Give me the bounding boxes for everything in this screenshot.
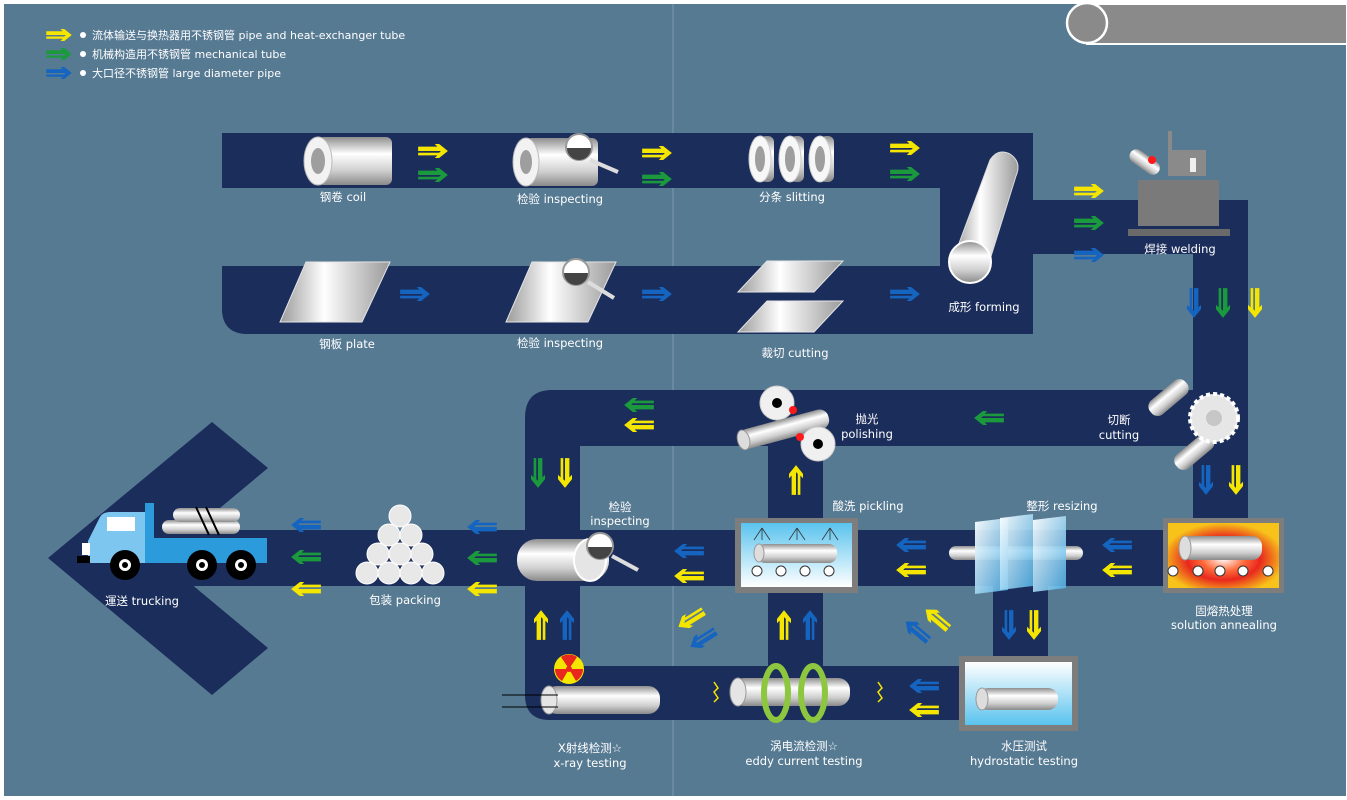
label-trucking: 運送 trucking (105, 594, 179, 608)
label-cutting-en: cutting (1099, 428, 1139, 442)
label-xray-en: x-ray testing (553, 756, 626, 770)
label-inspecting-pipe-zh: 检验 (609, 500, 632, 514)
label-coil: 钢卷 coil (320, 190, 366, 204)
truck-load (162, 506, 240, 536)
label-slitting: 分条 slitting (759, 190, 825, 204)
magnifier-icon (562, 258, 616, 300)
cutting-saw-icon (1148, 379, 1240, 471)
plate-inspecting-icon (505, 258, 617, 323)
label-xray-zh: X射线检测☆ (558, 741, 622, 755)
spark-icon (789, 406, 797, 414)
label-packing: 包装 packing (369, 593, 441, 607)
label-polishing-en: polishing (841, 427, 893, 441)
plate-icon (279, 261, 391, 323)
label-pickling: 酸洗 pickling (832, 499, 903, 513)
header-bar (1065, 1, 1347, 45)
svg-text:流体输送与换热器用不锈钢管 pipe and heat-ex: 流体输送与换热器用不锈钢管 pipe and heat-exchanger tu… (92, 28, 405, 42)
label-plate: 钢板 plate (319, 337, 375, 351)
label-inspecting-top: 检验 inspecting (517, 192, 603, 206)
hydrostatic-tank-icon (959, 656, 1078, 731)
polishing-icon (736, 385, 836, 462)
slitting-icon (748, 135, 834, 183)
pipe-inspecting-icon (517, 532, 639, 582)
label-inspecting-plate: 检验 inspecting (517, 336, 603, 350)
legend-item-blue: 大口径不锈钢管 large diameter pipe (46, 66, 281, 80)
welding-icon (1128, 131, 1230, 236)
plate-cutting-icon (736, 260, 845, 333)
pickling-tank-icon (735, 518, 858, 593)
legend-item-yellow: 流体输送与换热器用不锈钢管 pipe and heat-exchanger tu… (46, 28, 405, 42)
label-polishing-zh: 抛光 (856, 412, 879, 426)
label-annealing-zh: 固熔热处理 (1195, 604, 1253, 618)
label-hydro-en: hydrostatic testing (970, 754, 1078, 768)
band-resizing-down (993, 586, 1048, 666)
svg-text:机械构造用不锈钢管 mechanical tube: 机械构造用不锈钢管 mechanical tube (92, 47, 286, 61)
label-cutting-zh: 切断 (1108, 413, 1131, 427)
legend-item-green: 机械构造用不锈钢管 mechanical tube (46, 47, 286, 61)
bullet-icon (80, 32, 86, 38)
forming-icon (948, 151, 1019, 284)
label-eddy-en: eddy current testing (745, 754, 862, 768)
xray-icon (502, 654, 660, 715)
band-inspect-down (525, 586, 580, 666)
eddy-current-icon (713, 663, 883, 723)
label-inspecting-pipe-en: inspecting (590, 514, 649, 528)
magnifier-icon (586, 532, 639, 572)
spark-icon (796, 433, 804, 441)
legend: 流体输送与换热器用不锈钢管 pipe and heat-exchanger tu… (46, 28, 405, 80)
packing-icon (355, 504, 445, 585)
band-pickling-down (768, 586, 823, 666)
signal-icon (877, 681, 883, 703)
resizing-dies-icon (949, 514, 1083, 594)
label-forming: 成形 forming (948, 300, 1019, 314)
coil-inspecting-icon (512, 133, 619, 187)
svg-text:大口径不锈钢管 large diameter pipe: 大口径不锈钢管 large diameter pipe (92, 66, 281, 80)
label-annealing-en: solution annealing (1171, 618, 1277, 632)
truck-icon (77, 503, 267, 580)
bullet-icon (80, 70, 86, 76)
spark-icon (1148, 156, 1156, 164)
signal-icon (713, 681, 719, 703)
label-cutting-plate: 裁切 cutting (761, 346, 828, 360)
coil-icon (303, 136, 392, 186)
label-hydro-zh: 水压测试 (1001, 739, 1047, 753)
magnifier-icon (565, 133, 619, 174)
band-polishing-row (525, 390, 1248, 530)
annealing-furnace-icon (1163, 518, 1284, 593)
label-resizing: 整形 resizing (1026, 499, 1097, 513)
label-welding: 焊接 welding (1144, 242, 1215, 256)
radiation-icon (554, 654, 584, 684)
label-eddy-zh: 涡电流检测☆ (770, 739, 838, 753)
bullet-icon (80, 51, 86, 57)
